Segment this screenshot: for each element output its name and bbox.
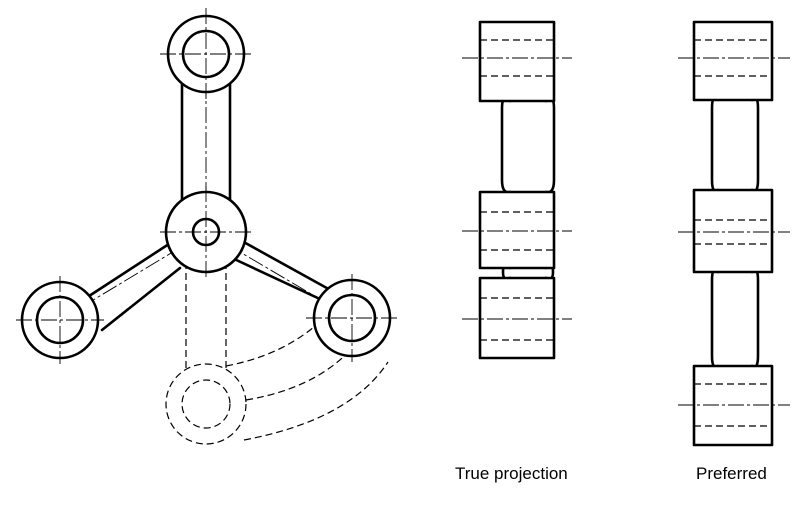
top-boss [160,8,252,100]
central-hub [160,186,252,278]
true-projection-view [462,20,572,360]
true-projection-caption: True projection [455,464,568,483]
front-view [16,8,398,445]
preferred-caption: Preferred [696,464,767,483]
right-boss [306,274,398,362]
left-boss [16,276,104,364]
preferred-view [678,20,790,447]
